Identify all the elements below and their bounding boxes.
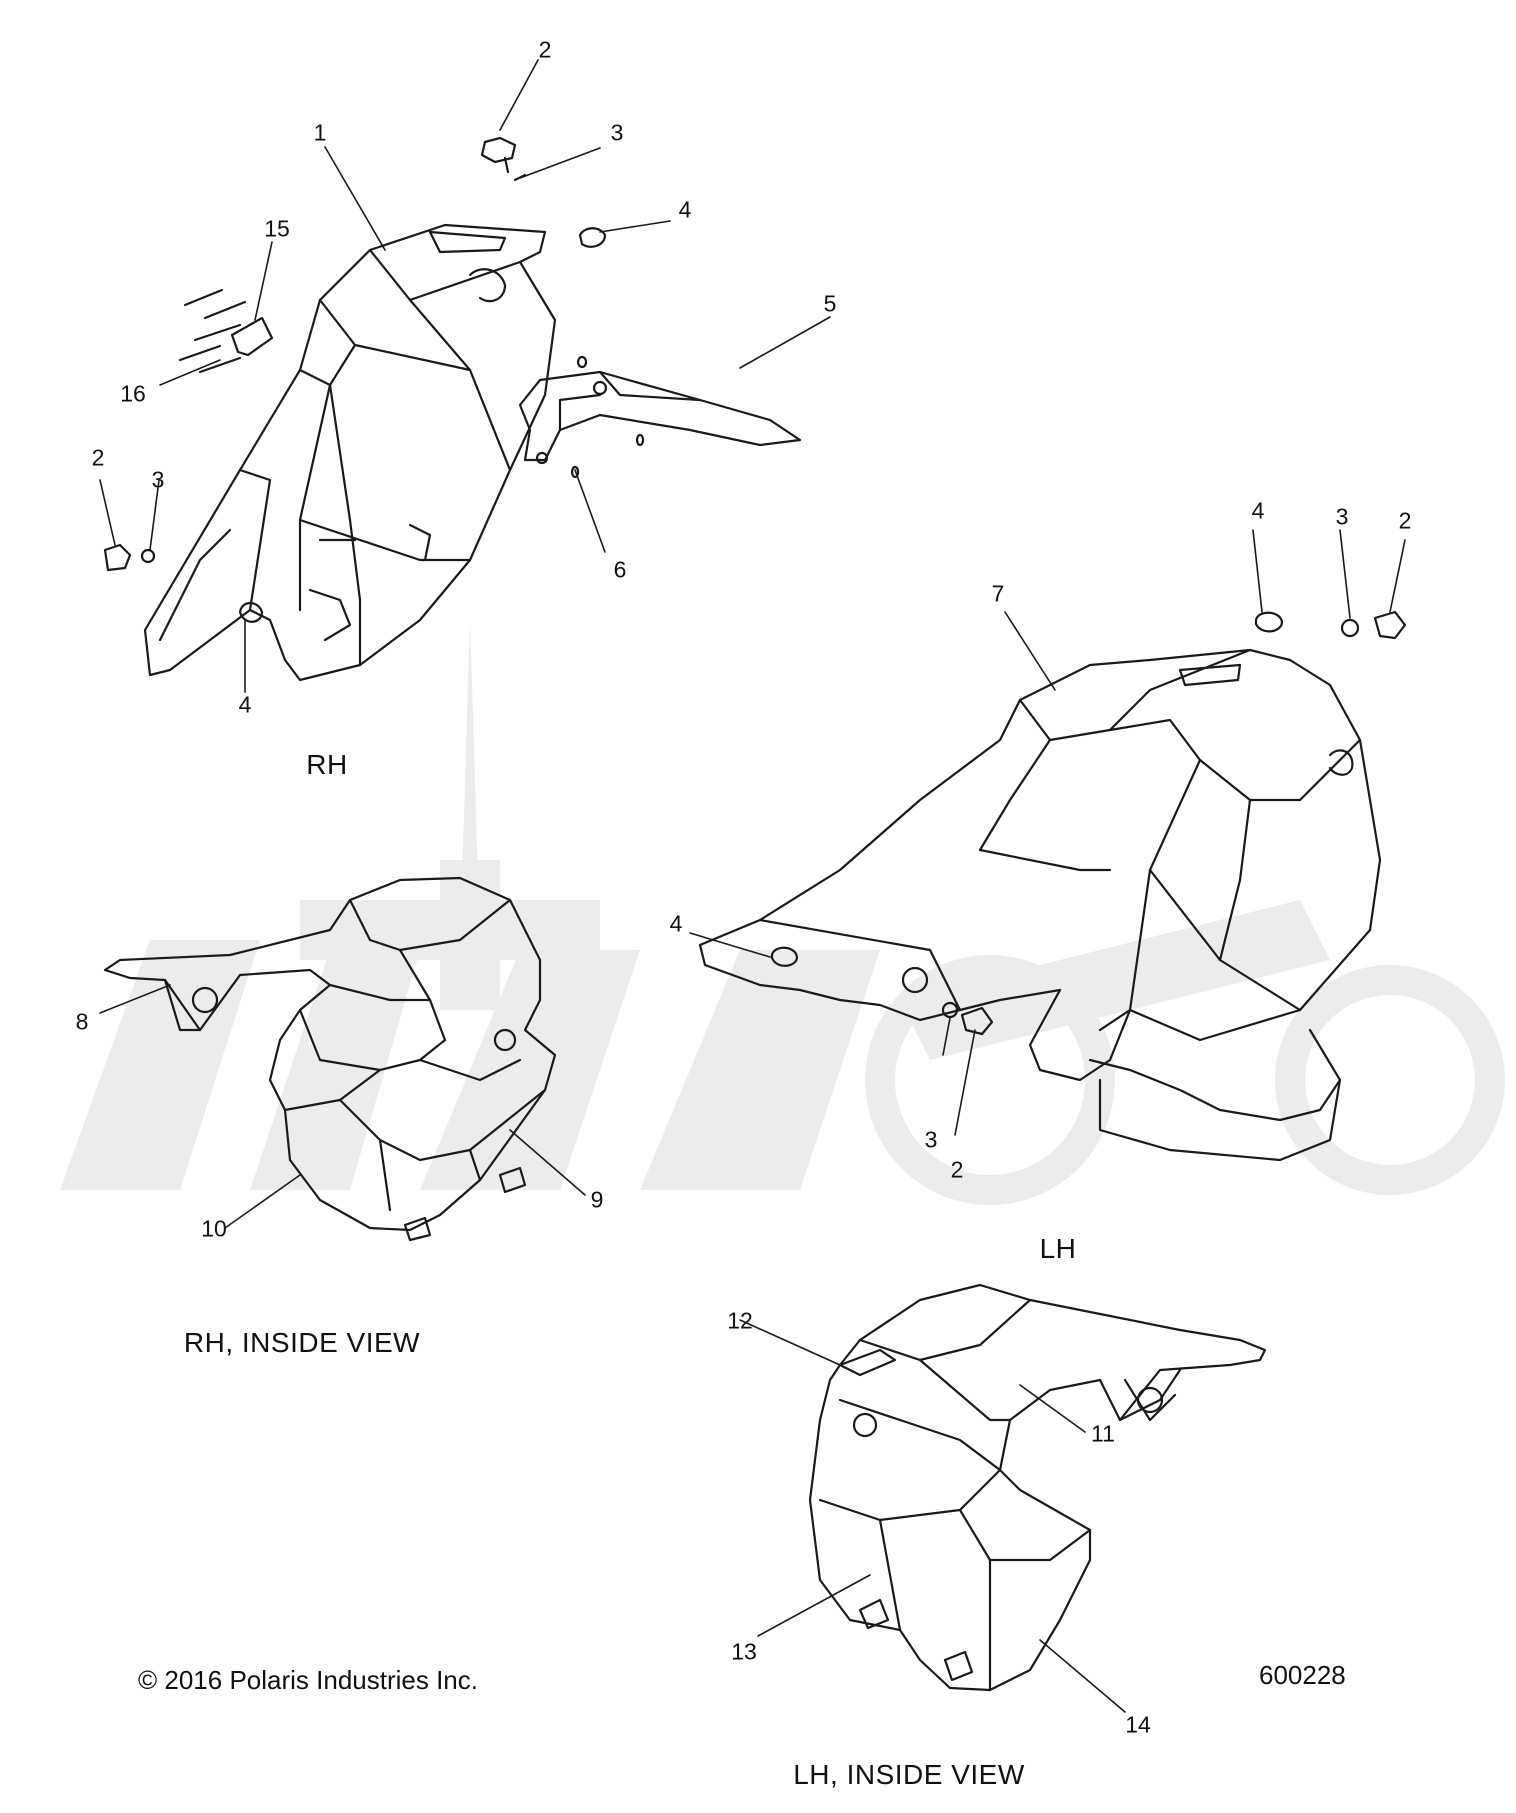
view-label-rh-inside: RH, INSIDE VIEW xyxy=(183,1327,421,1358)
callout-10: 10 xyxy=(201,1215,227,1242)
callout-9: 9 xyxy=(590,1186,604,1213)
callout-7: 7 xyxy=(991,580,1005,607)
callout-3: 3 xyxy=(1335,503,1349,530)
callout-5: 5 xyxy=(823,290,837,317)
callout-14: 14 xyxy=(1125,1711,1151,1738)
lh-inside-view xyxy=(808,1283,1267,1692)
callout-3: 3 xyxy=(924,1126,938,1153)
callout-8: 8 xyxy=(75,1008,89,1035)
callout-2: 2 xyxy=(91,444,105,471)
lh-fender-part-7 xyxy=(698,648,1382,1162)
callout-1: 1 xyxy=(313,119,327,146)
view-label-lh-inside: LH, INSIDE VIEW xyxy=(793,1759,1025,1790)
rh-inside-view xyxy=(103,876,557,1242)
callout-6: 6 xyxy=(613,556,627,583)
callout-4: 4 xyxy=(678,196,692,223)
callout-2: 2 xyxy=(1398,507,1412,534)
rh-fender-part-1 xyxy=(143,223,557,682)
copyright-text: © 2016 Polaris Industries Inc. xyxy=(138,1665,478,1695)
callout-4: 4 xyxy=(238,691,252,718)
callout-13: 13 xyxy=(731,1638,757,1665)
callout-4: 4 xyxy=(1251,497,1265,524)
callout-4: 4 xyxy=(669,910,683,937)
rh-hardware xyxy=(103,136,645,623)
rh-strip-part-5 xyxy=(518,370,802,465)
view-label-rh: RH xyxy=(306,749,348,780)
leader-lines xyxy=(99,59,1406,1713)
callout-15: 15 xyxy=(264,215,290,242)
view-label-lh: LH xyxy=(1039,1233,1077,1264)
callout-11: 11 xyxy=(1091,1420,1115,1447)
callout-2: 2 xyxy=(950,1156,964,1183)
figure-number: 600228 xyxy=(1259,1660,1346,1690)
callout-3: 3 xyxy=(610,119,624,146)
callout-16: 16 xyxy=(120,380,146,407)
callout-12: 12 xyxy=(727,1307,753,1334)
callout-2: 2 xyxy=(538,36,552,63)
callout-3: 3 xyxy=(151,466,165,493)
lh-hardware xyxy=(770,610,1407,1036)
watermark xyxy=(60,620,1505,1205)
